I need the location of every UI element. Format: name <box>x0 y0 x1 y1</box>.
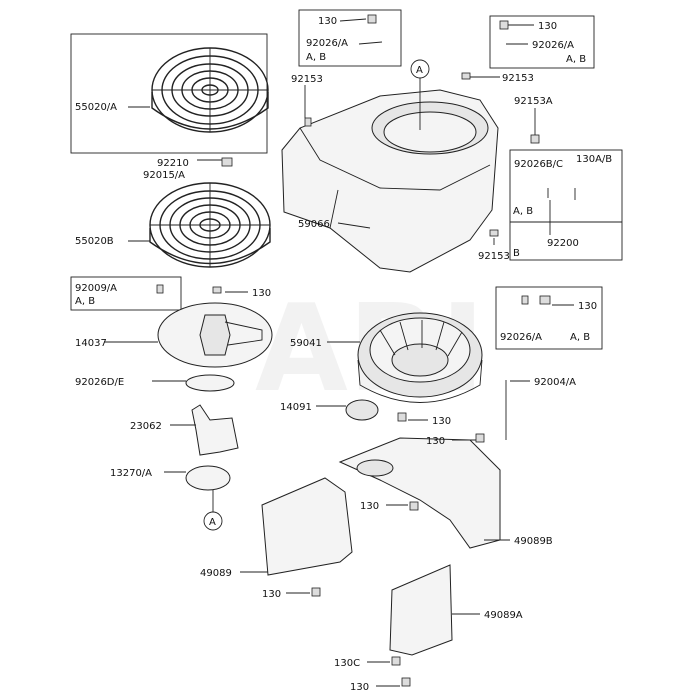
fan-guard-55020a <box>151 47 269 133</box>
leader-lines <box>104 18 576 687</box>
label-14091: 14091 <box>280 402 312 413</box>
label-14037: 14037 <box>75 338 107 349</box>
label-55020a: 55020/A <box>75 102 117 113</box>
label-92026a-rbox: 92026/A <box>500 332 542 343</box>
cooling-fan-59041 <box>357 312 483 403</box>
baffle-49089b <box>338 437 501 549</box>
label-130ab: 130A/B <box>576 154 612 165</box>
label-b-mid: B <box>513 248 520 259</box>
baffle-49089a <box>389 564 453 656</box>
label-ab-left: A, B <box>75 296 95 307</box>
rotating-screen-14037 <box>157 302 273 368</box>
bolts <box>156 14 551 687</box>
label-49089: 49089 <box>200 568 232 579</box>
label-92026bc: 92026B/C <box>514 159 563 170</box>
bracket-23062 <box>191 404 239 456</box>
label-92153-a: 92153 <box>291 74 323 85</box>
label-130-tr: 130 <box>538 21 557 32</box>
label-92210: 92210 <box>157 158 189 169</box>
box-left-bolt <box>70 276 182 311</box>
label-92026a-top: 92026/A <box>306 38 348 49</box>
label-59041: 59041 <box>290 338 322 349</box>
gasket-92026de <box>185 374 235 392</box>
label-ab-rbox: A, B <box>570 332 590 343</box>
label-49089b: 49089B <box>514 536 553 547</box>
label-92009a: 92009/A <box>75 283 117 294</box>
box-top-right <box>489 15 595 69</box>
label-130-rbox: 130 <box>578 301 597 312</box>
label-ab-tr: A, B <box>566 54 586 65</box>
label-ab-top: A, B <box>306 52 326 63</box>
label-92026de: 92026D/E <box>75 377 124 388</box>
label-92026a-tr: 92026/A <box>532 40 574 51</box>
label-49089a: 49089A <box>484 610 523 621</box>
label-circle-a-bottom: A <box>209 517 216 528</box>
label-23062: 23062 <box>130 421 162 432</box>
label-130-c3: 130 <box>360 501 379 512</box>
label-130-bot1: 130 <box>262 589 281 600</box>
label-92004a: 92004/A <box>534 377 576 388</box>
label-ab-mid: A, B <box>513 206 533 217</box>
label-92200: 92200 <box>547 238 579 249</box>
label-130-top: 130 <box>318 16 337 27</box>
fan-guard-55020b <box>149 182 271 268</box>
blower-housing-59066 <box>281 89 499 273</box>
collar-14091 <box>345 399 379 421</box>
label-130c: 130C <box>334 658 360 669</box>
label-130-fan: 130 <box>252 288 271 299</box>
label-92153a: 92153A <box>514 96 553 107</box>
label-92153-b: 92153 <box>502 73 534 84</box>
baffle-49089 <box>261 477 353 576</box>
label-130-bot2: 130 <box>350 682 369 693</box>
label-circle-a-top: A <box>416 65 423 76</box>
label-130-c1: 130 <box>432 416 451 427</box>
label-59066: 59066 <box>298 219 330 230</box>
box-right-bolt <box>495 286 603 350</box>
plate-13270a <box>185 465 231 491</box>
label-55020b: 55020B <box>75 236 114 247</box>
label-92153-c: 92153 <box>478 251 510 262</box>
box-mid-right <box>509 149 623 261</box>
box-fan-guard-a <box>70 33 268 154</box>
part-labels: 130 92026/A A, B 130 92026/A A, B 55020/… <box>75 16 612 693</box>
box-top-center <box>298 9 402 67</box>
label-92015a: 92015/A <box>143 170 185 181</box>
label-130-c2: 130 <box>426 436 445 447</box>
label-13270a: 13270/A <box>110 468 152 479</box>
